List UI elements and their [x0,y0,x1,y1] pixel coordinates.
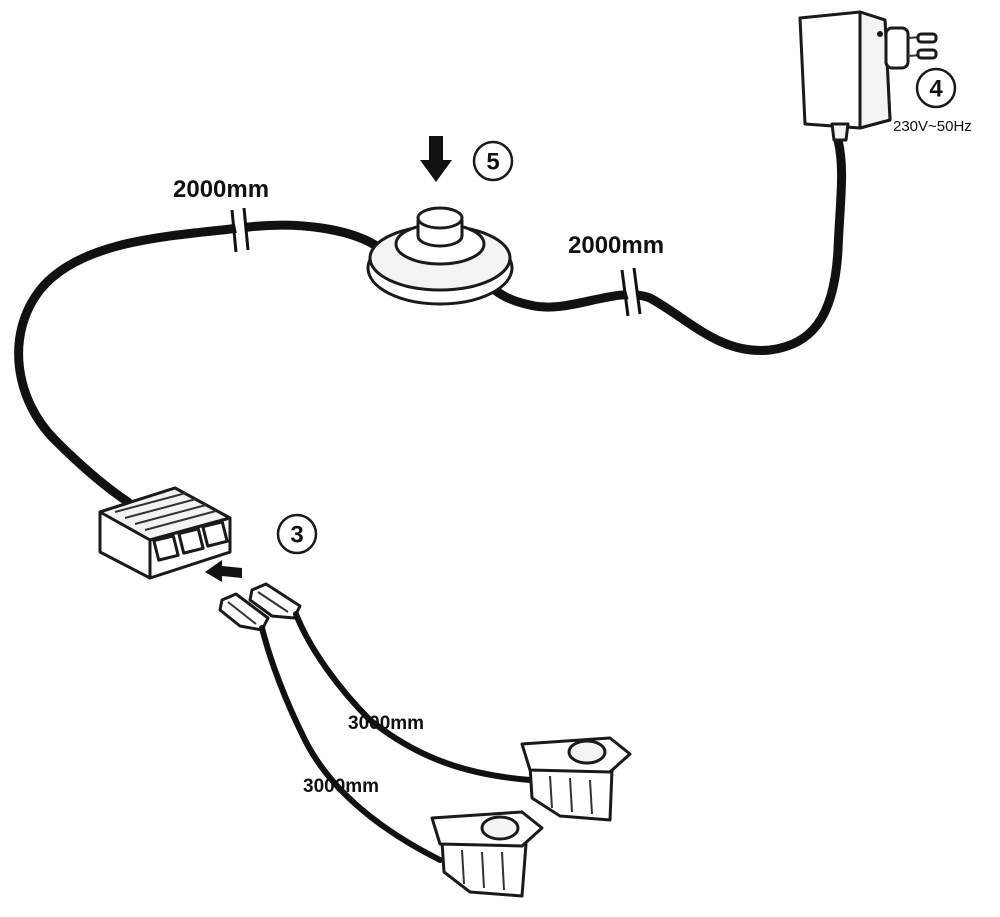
cable-break-left [230,207,250,253]
motion-sensor-1 [520,736,632,822]
press-arrow-icon [420,136,452,182]
sensor-cable-2 [293,611,533,783]
label-sensor-cable-1-length: 3000mm [348,713,424,734]
sensor-cable-1 [259,625,443,863]
badge-splitter: 3 [276,513,318,555]
label-cable-right-length: 2000mm [568,232,664,259]
cable-adapter-to-switch [483,135,847,355]
label-sensor-cable-2-length: 3000mm [303,776,379,797]
badge-adapter-number: 4 [929,76,943,103]
badge-adapter: 4 [915,67,957,109]
motion-sensor-2 [430,810,544,898]
splitter-box [98,486,232,580]
sensor-plug-2 [248,582,302,620]
cable-switch-to-splitter [14,220,380,507]
cable-break-right [620,267,642,317]
power-adapter [798,10,938,142]
label-adapter-voltage: 230V~50Hz [893,118,972,135]
badge-splitter-number: 3 [290,522,303,549]
label-cable-left-length: 2000mm [173,176,269,203]
badge-switch: 5 [472,140,514,182]
foot-switch[interactable] [366,206,514,306]
insert-arrow-icon [205,560,242,582]
badge-switch-number: 5 [486,149,499,176]
